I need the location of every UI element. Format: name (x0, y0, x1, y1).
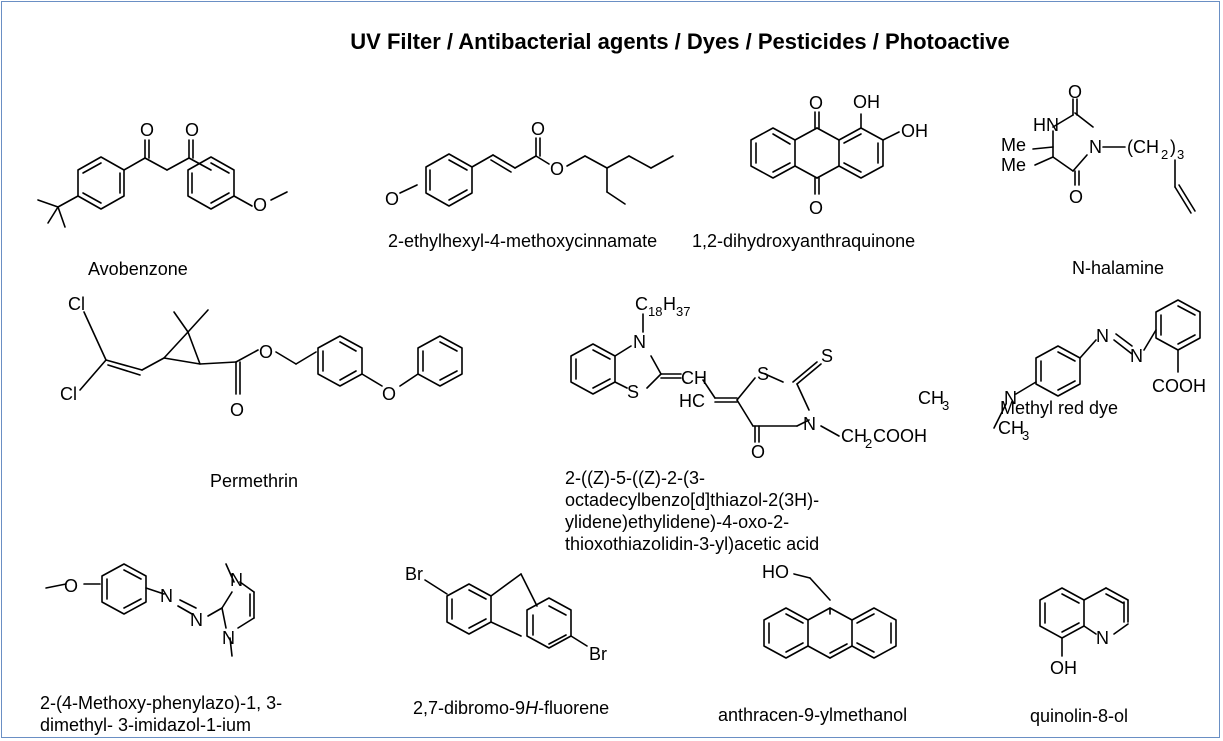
svg-text:CH: CH (841, 426, 867, 446)
svg-text:O: O (1069, 187, 1083, 207)
svg-text:N: N (1089, 137, 1102, 157)
svg-text:3: 3 (1177, 147, 1184, 162)
structure-n-halamine: HN O N O Me Me (CH 2 ) 3 (1001, 82, 1196, 214)
svg-text:18: 18 (648, 304, 662, 319)
svg-text:HC: HC (679, 391, 705, 411)
structure-dibromofluorene: Br Br (405, 564, 607, 664)
label-methyl-red: Methyl red dye (1000, 398, 1119, 418)
structure-quinolinol: N OH (1039, 587, 1129, 678)
label-permethrin: Permethrin (210, 471, 299, 491)
svg-text:N: N (222, 628, 235, 648)
svg-text:S: S (821, 346, 833, 366)
label-benzothiazolylidene-rhodanine: 2-((Z)-5-((Z)-2-(3- octadecylbenzo[d]thi… (565, 468, 820, 554)
svg-text:3: 3 (942, 398, 949, 413)
svg-text:N: N (803, 414, 816, 434)
structure-benzothiazolylidene-rhodanine: N S C 18 H 37 CH HC S S N O CH 2 COOH (570, 294, 927, 462)
svg-text:CH: CH (998, 418, 1024, 438)
svg-text:Cl: Cl (68, 294, 85, 314)
structure-avobenzone: O O O (37, 120, 288, 228)
svg-text:COOH: COOH (873, 426, 927, 446)
structure-anthracenylmethanol: HO (762, 562, 897, 659)
svg-text:Br: Br (405, 564, 423, 584)
structure-dihydroxyanthraquinone: O O OH OH (750, 92, 928, 218)
svg-text:HO: HO (762, 562, 789, 582)
svg-text:Br: Br (589, 644, 607, 664)
svg-text:O: O (230, 400, 244, 420)
svg-text:N: N (1096, 326, 1109, 346)
svg-text:C: C (635, 294, 648, 314)
svg-text:O: O (382, 384, 396, 404)
svg-text:COOH: COOH (1152, 376, 1206, 396)
svg-text:): ) (1170, 137, 1176, 157)
svg-text:Me: Me (1001, 155, 1026, 175)
label-n-halamine: N-halamine (1072, 258, 1165, 278)
svg-text:2: 2 (1161, 147, 1168, 162)
svg-text:O: O (140, 120, 154, 140)
svg-text:O: O (385, 189, 399, 209)
label-ethylhexyl-methoxycinnamate: 2-ethylhexyl-4-methoxycinnamate (388, 231, 658, 251)
label-avobenzone: Avobenzone (88, 259, 188, 279)
structure-permethrin: Cl Cl O O O (60, 294, 463, 420)
label-dibromofluorene: 2,7-dibromo-9H-fluorene (413, 698, 610, 718)
svg-text:S: S (627, 382, 639, 402)
svg-text:N: N (1130, 346, 1143, 366)
label-methoxyphenylazo-imidazolium: 2-(4-Methoxy-phenylazo)-1, 3- dimethyl- … (40, 693, 283, 735)
structure-ethylhexyl-methoxycinnamate: O O O (385, 119, 674, 209)
svg-text:Cl: Cl (60, 384, 77, 404)
svg-text:N: N (1004, 388, 1017, 408)
figure-title: UV Filter / Antibacterial agents / Dyes … (350, 29, 1010, 54)
svg-text:O: O (751, 442, 765, 462)
svg-text:O: O (253, 195, 267, 215)
svg-text:N: N (633, 332, 646, 352)
svg-text:OH: OH (853, 92, 880, 112)
structure-methyl-red: CH 3 N N N CH 3 COOH (918, 299, 1206, 443)
svg-text:N: N (190, 610, 203, 630)
svg-text:CH: CH (681, 368, 707, 388)
svg-text:(CH: (CH (1127, 137, 1159, 157)
svg-text:O: O (809, 198, 823, 218)
label-anthracenylmethanol: anthracen-9-ylmethanol (718, 705, 908, 725)
svg-text:OH: OH (901, 121, 928, 141)
label-quinolinol: quinolin-8-ol (1030, 706, 1129, 726)
svg-text:O: O (809, 93, 823, 113)
structure-methoxyphenylazo-imidazolium: O N N N N (45, 563, 255, 657)
svg-text:N: N (230, 570, 243, 590)
svg-text:O: O (259, 342, 273, 362)
svg-text:H: H (663, 294, 676, 314)
svg-text:O: O (185, 120, 199, 140)
svg-text:O: O (550, 159, 564, 179)
svg-text:CH: CH (918, 388, 944, 408)
svg-text:Me: Me (1001, 135, 1026, 155)
svg-text:OH: OH (1050, 658, 1077, 678)
svg-text:O: O (531, 119, 545, 139)
svg-text:N: N (1096, 628, 1109, 648)
label-dihydroxyanthraquinone: 1,2-dihydroxyanthraquinone (692, 231, 916, 251)
svg-text:37: 37 (676, 304, 690, 319)
svg-text:3: 3 (1022, 428, 1029, 443)
svg-text:O: O (64, 576, 78, 596)
svg-text:2: 2 (865, 436, 872, 451)
svg-text:S: S (757, 364, 769, 384)
svg-text:O: O (1068, 82, 1082, 102)
svg-text:HN: HN (1033, 115, 1059, 135)
svg-text:N: N (160, 586, 173, 606)
